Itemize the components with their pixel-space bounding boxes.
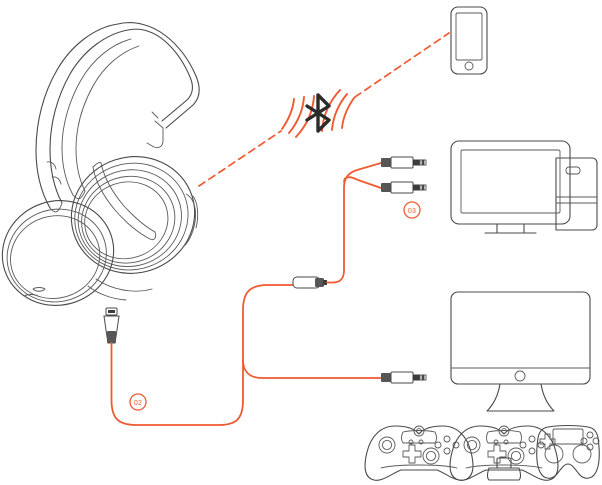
desktop-tower-icon [555, 157, 598, 231]
imac-display-icon [450, 291, 591, 412]
jack-plug-top [381, 156, 427, 169]
analog-cable-display-branch [242, 359, 382, 379]
inline-adapter-icon [292, 276, 327, 289]
bluetooth-link-lower [198, 130, 282, 187]
analog-cable-split-branch [343, 176, 382, 189]
monitor-icon [450, 140, 571, 234]
audio-adapter-icon [486, 457, 522, 481]
headset-icon [1, 22, 200, 306]
headset-cable-plug [103, 307, 120, 344]
jack-plug-display [381, 371, 427, 384]
bluetooth-wave-right [321, 89, 355, 132]
bluetooth-link-upper [354, 32, 450, 98]
callout-03: 03 [403, 201, 421, 219]
callout-02: 02 [129, 393, 147, 411]
xbox-controller-icon [364, 425, 474, 481]
dualshock-controller-icon [536, 424, 600, 479]
smartphone-icon [450, 6, 488, 75]
analog-cable-split [326, 162, 382, 284]
xbox-controller-icon-2 [449, 425, 559, 481]
jack-plug-bottom [381, 181, 427, 194]
bluetooth-wave-left [281, 95, 315, 138]
analog-cable-single [110, 284, 297, 426]
callout-03-label: 03 [408, 208, 416, 215]
bluetooth-icon [305, 93, 331, 133]
callout-02-label: 02 [134, 400, 142, 407]
